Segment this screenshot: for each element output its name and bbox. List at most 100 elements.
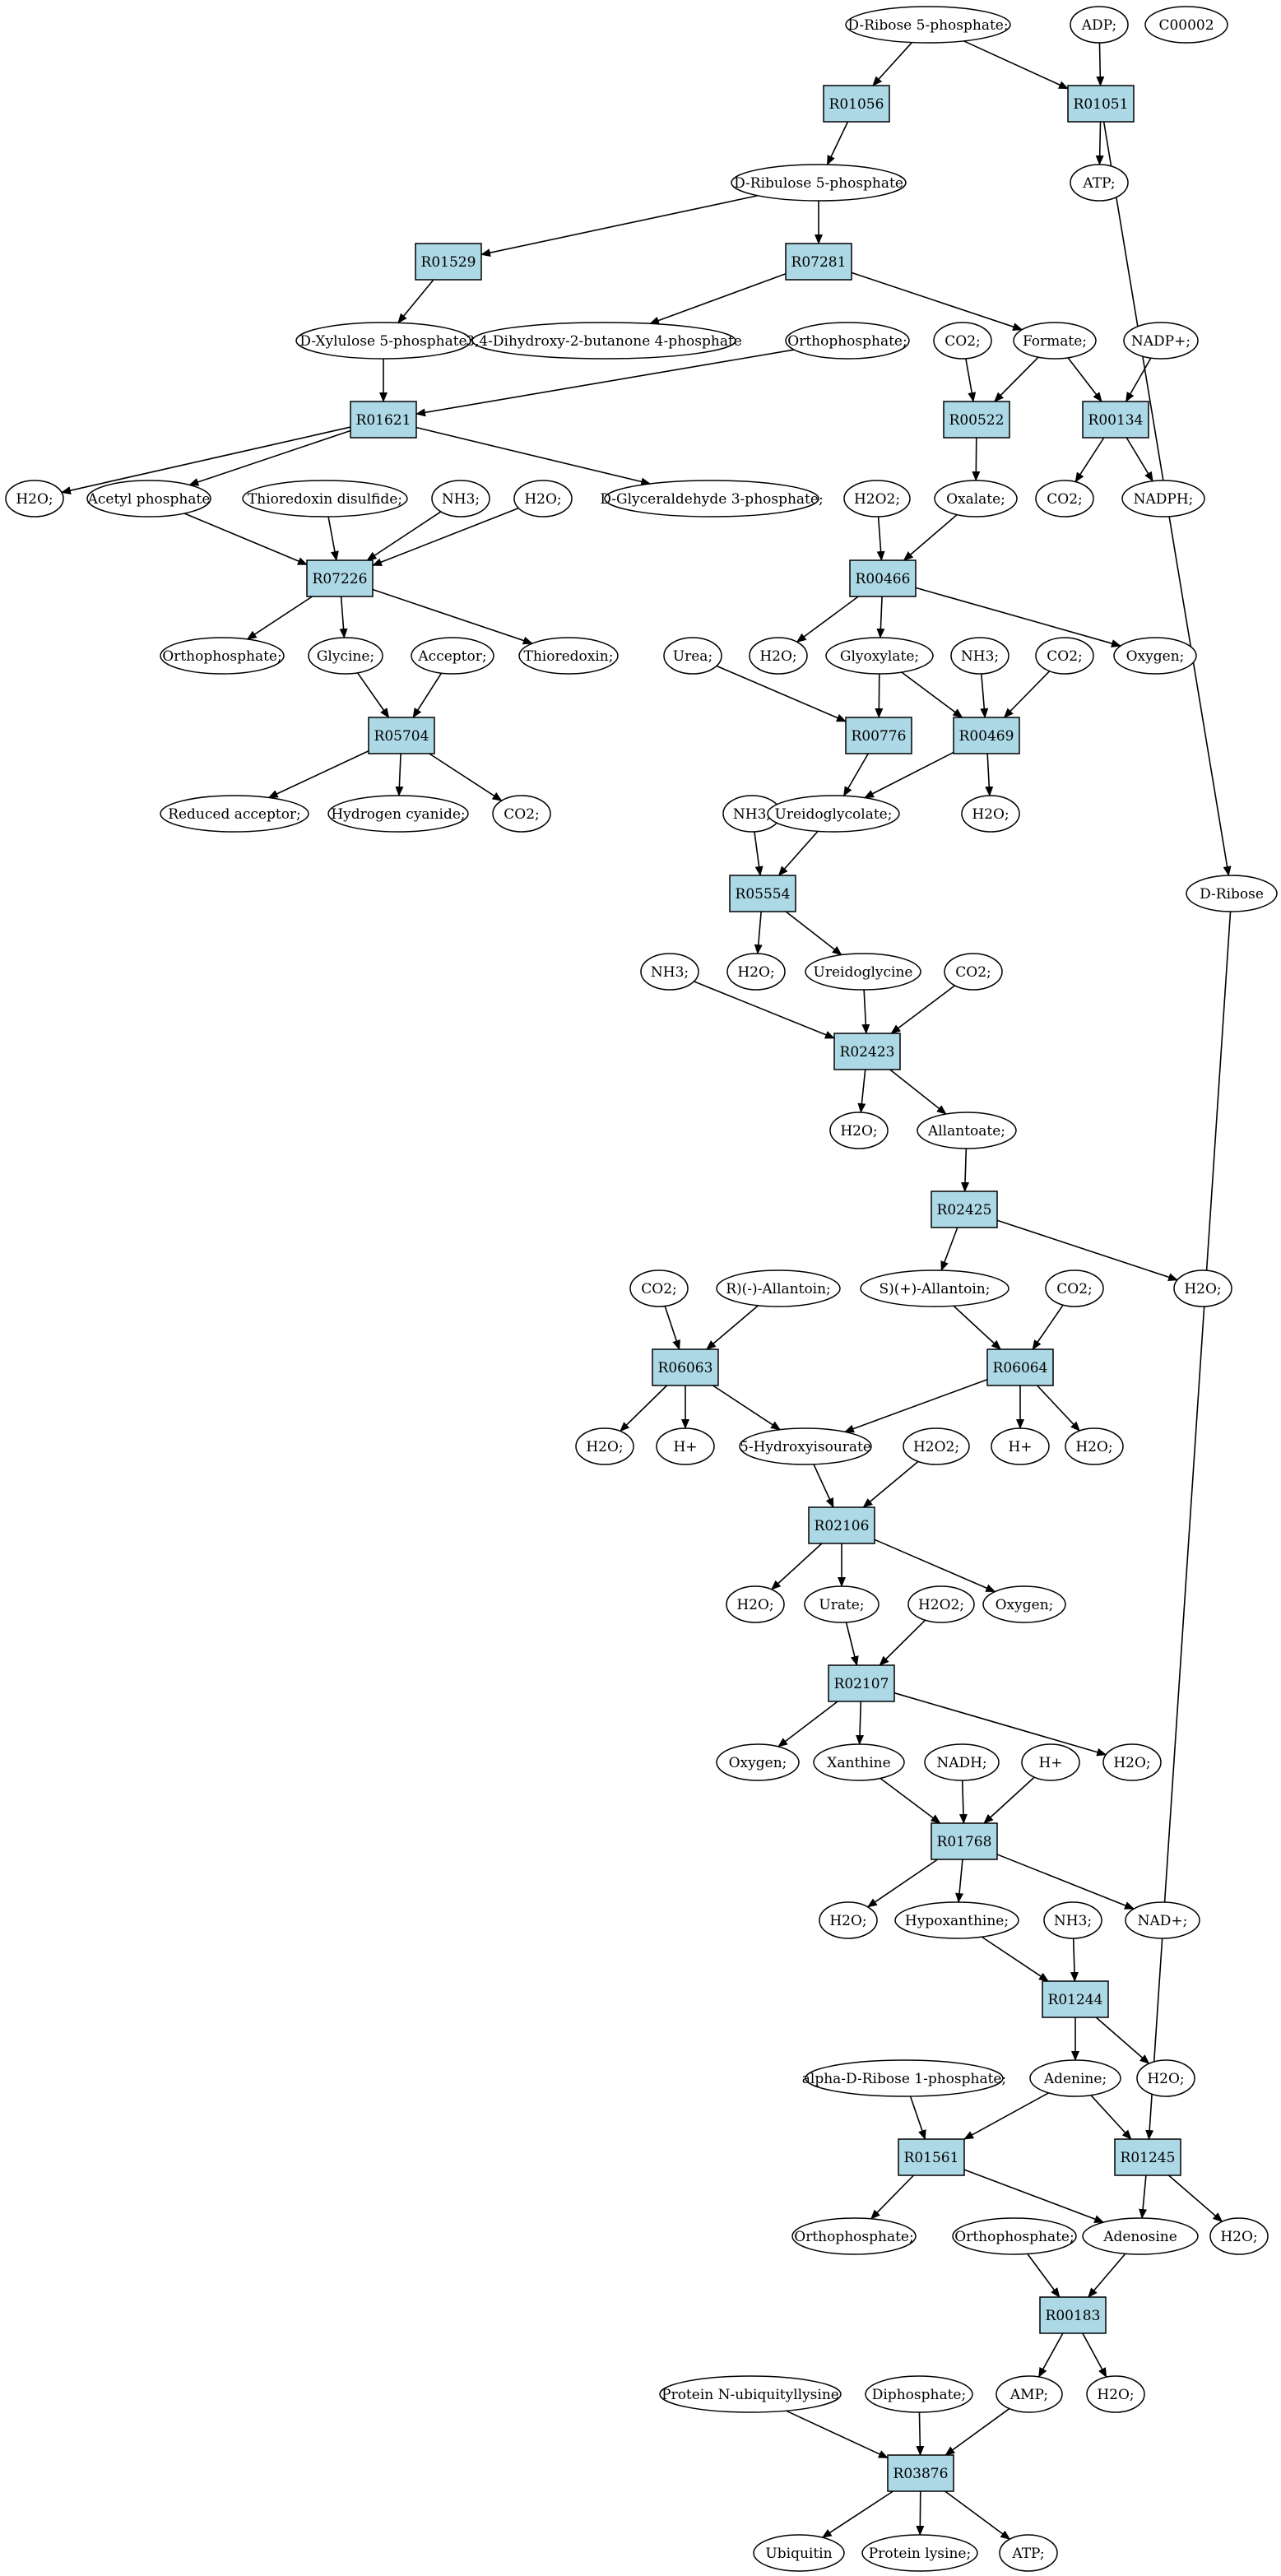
compound-c00002[interactable]: C00002 <box>1144 6 1228 44</box>
compound-h2o2c[interactable]: H2O2; <box>907 1585 975 1623</box>
compound-hplus3[interactable]: H+ <box>1021 1743 1080 1781</box>
compound-ugly[interactable]: Ureidoglycine <box>805 953 921 991</box>
compound-h2og[interactable]: H2O; <box>1173 1269 1232 1307</box>
reaction-r01529[interactable]: R01529 <box>415 243 482 281</box>
reaction-r01561[interactable]: R01561 <box>898 2138 965 2176</box>
compound-h2on[interactable]: H2O; <box>1209 2217 1269 2255</box>
reaction-r01244[interactable]: R01244 <box>1042 1980 1109 2018</box>
compound-hplus2[interactable]: H+ <box>991 1427 1050 1465</box>
compound-h2o2a[interactable]: H2O2; <box>843 480 911 518</box>
compound-h2oj[interactable]: H2O; <box>726 1585 785 1623</box>
compound-acp[interactable]: Acetyl phosphate <box>86 480 211 518</box>
compound-h2o2b[interactable]: H2O2; <box>903 1427 970 1465</box>
compound-h2oc[interactable]: H2O; <box>749 637 808 675</box>
reaction-r02106[interactable]: R02106 <box>808 1506 875 1544</box>
compound-ppi[interactable]: Diphosphate; <box>865 2375 973 2413</box>
compound-co2c[interactable]: CO2; <box>1035 637 1094 675</box>
compound-acc[interactable]: Acceptor; <box>411 637 494 675</box>
compound-nad[interactable]: NAD+; <box>1125 1901 1200 1939</box>
reaction-r02423[interactable]: R02423 <box>833 1033 901 1070</box>
compound-co2d[interactable]: CO2; <box>492 795 551 833</box>
compound-ugc[interactable]: Ureidoglycolate; <box>767 795 900 833</box>
reaction-r05554[interactable]: R05554 <box>729 875 796 912</box>
compound-h2ok[interactable]: H2O; <box>1102 1743 1162 1781</box>
compound-h2ol[interactable]: H2O; <box>819 1901 878 1939</box>
compound-xu5p[interactable]: D-Xylulose 5-phosphate <box>295 322 471 360</box>
compound-h2oa[interactable]: H2O; <box>5 480 64 518</box>
compound-formate[interactable]: Formate; <box>1013 322 1097 360</box>
compound-co2b[interactable]: CO2; <box>1035 480 1094 518</box>
compound-urate[interactable]: Urate; <box>804 1585 880 1623</box>
compound-atp1[interactable]: ATP; <box>1070 164 1129 202</box>
compound-hcn[interactable]: Hydrogen cyanide; <box>327 795 469 833</box>
compound-adenosine[interactable]: Adenosine <box>1082 2217 1199 2255</box>
compound-h2ob[interactable]: H2O; <box>513 480 573 518</box>
compound-pi3[interactable]: Orthophosphate; <box>791 2217 917 2255</box>
compound-oxy2[interactable]: Oxygen; <box>982 1585 1066 1623</box>
compound-h2oo[interactable]: H2O; <box>1086 2375 1145 2413</box>
reaction-r02107[interactable]: R02107 <box>828 1664 895 1702</box>
compound-amp[interactable]: AMP; <box>996 2375 1063 2413</box>
compound-glyox[interactable]: Glyoxylate; <box>825 637 934 675</box>
compound-h2oe[interactable]: H2O; <box>726 953 786 991</box>
reaction-r00134[interactable]: R00134 <box>1082 401 1149 439</box>
compound-h2of[interactable]: H2O; <box>829 1112 889 1149</box>
compound-nh3d[interactable]: NH3; <box>640 953 699 991</box>
compound-xan[interactable]: Xanthine <box>813 1743 905 1781</box>
compound-h2oh[interactable]: H2O; <box>575 1427 634 1465</box>
reaction-r06064[interactable]: R06064 <box>986 1348 1054 1386</box>
compound-ubq[interactable]: Ubiquitin <box>753 2534 845 2572</box>
compound-adp[interactable]: ADP; <box>1070 6 1129 44</box>
compound-h2oi[interactable]: H2O; <box>1065 1427 1124 1465</box>
compound-r5p[interactable]: D-Ribose 5-phosphate; <box>845 6 1011 44</box>
compound-pi4[interactable]: Orthophosphate; <box>952 2217 1077 2255</box>
compound-hypox[interactable]: Hypoxanthine; <box>894 1901 1019 1939</box>
reaction-r05704[interactable]: R05704 <box>368 717 435 754</box>
compound-nadph[interactable]: NADPH; <box>1121 480 1205 518</box>
compound-h2od[interactable]: H2O; <box>961 795 1020 833</box>
compound-nadp[interactable]: NADP+; <box>1123 322 1199 360</box>
compound-nh3c[interactable]: NH3; <box>722 795 782 833</box>
reaction-r02425[interactable]: R02425 <box>931 1191 998 1228</box>
compound-dhbp[interactable]: 3,4-Dihydroxy-2-butanone 4-phosphate <box>466 322 742 360</box>
compound-oxy3[interactable]: Oxygen; <box>716 1743 800 1781</box>
compound-co2g[interactable]: CO2; <box>1045 1269 1104 1307</box>
compound-oxy1[interactable]: Oxygen; <box>1113 637 1197 675</box>
compound-allantoate[interactable]: Allantoate; <box>917 1112 1017 1149</box>
compound-co2f[interactable]: CO2; <box>629 1269 689 1307</box>
compound-oxalate[interactable]: Oxalate; <box>934 480 1018 518</box>
reaction-r07226[interactable]: R07226 <box>306 559 374 597</box>
compound-redacc[interactable]: Reduced acceptor; <box>160 795 309 833</box>
compound-nh3e[interactable]: NH3; <box>1043 1901 1102 1939</box>
compound-ru5p[interactable]: D-Ribulose 5-phosphate <box>731 164 907 202</box>
reaction-r00469[interactable]: R00469 <box>953 717 1020 754</box>
compound-nh3a[interactable]: NH3; <box>431 480 490 518</box>
compound-trxss[interactable]: Thioredoxin disulfide; <box>242 480 408 518</box>
reaction-r00776[interactable]: R00776 <box>845 717 912 754</box>
compound-5hiu[interactable]: 5-Hydroxyisourate <box>739 1427 872 1465</box>
reaction-r01056[interactable]: R01056 <box>823 85 890 123</box>
reaction-r07281[interactable]: R07281 <box>785 243 852 281</box>
reaction-r00183[interactable]: R00183 <box>1039 2296 1107 2334</box>
compound-ar1p[interactable]: alpha-D-Ribose 1-phosphate; <box>802 2059 1006 2097</box>
compound-co2a[interactable]: CO2; <box>933 322 992 360</box>
compound-gly[interactable]: Glycine; <box>308 637 383 675</box>
reaction-r00522[interactable]: R00522 <box>943 401 1010 439</box>
compound-hplus1[interactable]: H+ <box>656 1427 715 1465</box>
compound-adenine[interactable]: Adenine; <box>1029 2059 1121 2097</box>
compound-co2e[interactable]: CO2; <box>944 953 1003 991</box>
compound-pnubl[interactable]: Protein N-ubiquityllysine <box>659 2375 842 2413</box>
reaction-r01768[interactable]: R01768 <box>931 1822 998 1860</box>
compound-atp2[interactable]: ATP; <box>999 2534 1058 2572</box>
compound-nadh[interactable]: NADH; <box>924 1743 1000 1781</box>
compound-h2om[interactable]: H2O; <box>1136 2059 1195 2097</box>
reaction-r06063[interactable]: R06063 <box>652 1348 719 1386</box>
compound-sall[interactable]: S)(+)-Allantoin; <box>860 1269 1009 1307</box>
compound-trx[interactable]: Thioredoxin; <box>518 637 619 675</box>
reaction-r01051[interactable]: R01051 <box>1067 85 1135 123</box>
compound-nh3b[interactable]: NH3; <box>950 637 1009 675</box>
compound-ribose[interactable]: D-Ribose <box>1186 875 1278 912</box>
reaction-r00466[interactable]: R00466 <box>849 559 917 597</box>
compound-urea[interactable]: Urea; <box>663 637 722 675</box>
reaction-r01245[interactable]: R01245 <box>1114 2138 1181 2176</box>
